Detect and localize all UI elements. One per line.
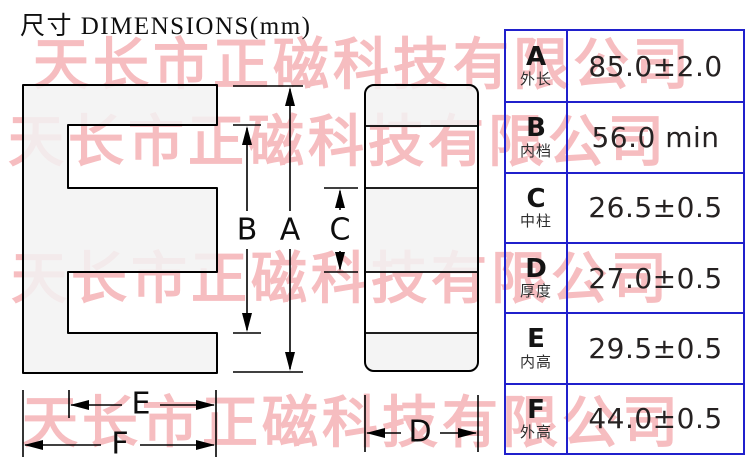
- e-core-outline: [22, 84, 218, 374]
- cell-dim-value: 27.0±0.5: [588, 261, 723, 295]
- dim-name-cn: 内档: [519, 141, 552, 160]
- table-row: C 中柱 26.5±0.5: [506, 171, 743, 242]
- table-row: D 厚度 27.0±0.5: [506, 242, 743, 313]
- dimension-a: [233, 85, 303, 373]
- cell-dim-letter: B 内档: [506, 103, 568, 172]
- front-view-e-core: [22, 84, 218, 374]
- dimensions-table: A 外长 85.0±2.0 B 内档 56.0 min C 中柱 26.5±0.…: [504, 29, 745, 455]
- table-row: E 内高 29.5±0.5: [506, 312, 743, 383]
- side-view-top-yoke: [365, 85, 478, 126]
- cell-dim-value: 85.0±2.0: [588, 49, 723, 83]
- side-view-bottom-yoke: [365, 333, 478, 371]
- dimension-e: [68, 390, 217, 457]
- dim-letter: B: [526, 113, 546, 144]
- dim-letter: D: [525, 253, 547, 284]
- table-row: A 外长 85.0±2.0: [506, 31, 743, 102]
- side-view-core: [364, 84, 479, 372]
- page-title: 尺寸 DIMENSIONS(mm): [20, 13, 312, 40]
- dim-letter: A: [525, 41, 547, 72]
- cell-dim-value: 44.0±0.5: [588, 402, 723, 436]
- dim-name-cn: 厚度: [519, 282, 552, 301]
- dim-name-cn: 中柱: [519, 211, 552, 230]
- dimension-d: [364, 395, 479, 452]
- table-row: F 外高 44.0±0.5: [506, 382, 743, 453]
- dim-name-cn: 外长: [519, 70, 552, 89]
- dim-letter: C: [526, 183, 546, 214]
- dimension-c: [324, 187, 358, 273]
- dim-label-b: B: [237, 213, 258, 248]
- dim-label-e: E: [132, 387, 151, 422]
- cell-dim-value: 26.5±0.5: [588, 191, 723, 225]
- cell-dim-letter: E 内高: [506, 314, 568, 383]
- dim-label-f: F: [111, 427, 128, 462]
- dim-letter: E: [527, 324, 545, 355]
- dim-label-a: A: [280, 213, 301, 248]
- cell-dim-value: 29.5±0.5: [588, 331, 723, 365]
- table-row: B 内档 56.0 min: [506, 101, 743, 172]
- cell-dim-letter: C 中柱: [506, 173, 568, 242]
- side-view-outline: [364, 84, 479, 372]
- cell-dim-letter: A 外长: [506, 31, 568, 102]
- dim-label-d: D: [408, 415, 431, 450]
- dim-name-cn: 内高: [519, 352, 552, 371]
- watermark-row: 天长市正磁科技有限公司: [22, 393, 682, 455]
- cell-dim-letter: D 厚度: [506, 244, 568, 313]
- side-view-center-leg: [365, 188, 478, 272]
- cell-dim-letter: F 外高: [506, 384, 568, 453]
- dim-name-cn: 外高: [519, 422, 552, 441]
- cell-dim-value: 56.0 min: [591, 120, 720, 154]
- dim-letter: F: [527, 394, 545, 425]
- dimension-b: [233, 124, 261, 334]
- dimension-f: [22, 390, 215, 457]
- dim-label-c: C: [330, 213, 351, 248]
